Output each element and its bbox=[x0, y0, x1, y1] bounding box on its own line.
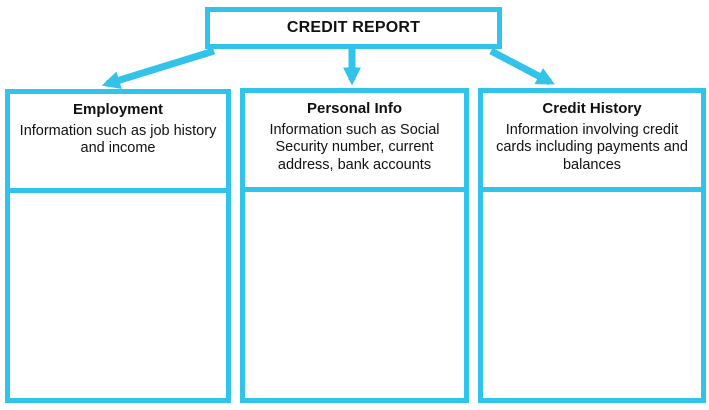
branch-employment-notes-area bbox=[10, 193, 226, 398]
branch-personal-info-header: Personal Info Information such as Social… bbox=[245, 93, 464, 192]
branch-description: Information such as Social Security numb… bbox=[269, 122, 440, 173]
branch-employment-header: Employment Information such as job histo… bbox=[10, 94, 226, 193]
branch-credit-history-notes-area bbox=[483, 192, 701, 398]
arrow-to-credit-history bbox=[489, 47, 555, 86]
branch-personal-info: Personal Info Information such as Social… bbox=[240, 88, 469, 403]
branch-description: Information involving credit cards inclu… bbox=[496, 122, 688, 173]
branch-personal-info-notes-area bbox=[245, 192, 464, 398]
root-node-label: CREDIT REPORT bbox=[286, 19, 421, 36]
branch-description: Information such as job history and inco… bbox=[19, 123, 217, 157]
branch-title: Personal Info bbox=[306, 100, 403, 117]
root-node-credit-report: CREDIT REPORT bbox=[205, 7, 502, 49]
branch-credit-history-header: Credit History Information involving cre… bbox=[483, 93, 701, 192]
arrow-to-employment bbox=[101, 47, 216, 89]
branch-title: Credit History bbox=[542, 100, 642, 117]
branch-credit-history: Credit History Information involving cre… bbox=[478, 88, 706, 403]
branch-title: Employment bbox=[72, 101, 163, 118]
branch-employment: Employment Information such as job histo… bbox=[5, 89, 231, 403]
